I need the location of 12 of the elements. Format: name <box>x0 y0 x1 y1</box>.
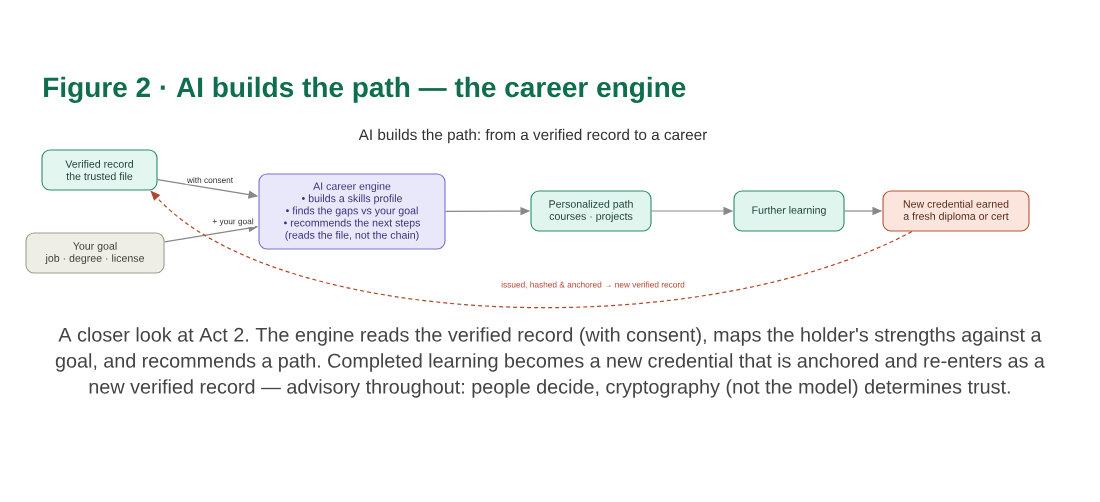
title: Figure 2 · AI builds the path — the career engine <box>44 76 686 103</box>
caption: A closer look at Act 2. The engine reads the verified record (with consent), maps the holder's strengths against a goal, and recommends a path. Completed learning becomes a new credential that is anchored and re-enters as a new verified record — advisory throughout: people decide, cryptography (not the model) determines trust. <box>55 327 1045 398</box>
edge-label: issued, hashed & anchored → new verified record <box>500 280 686 290</box>
process-box: Verified record the trusted file <box>41 149 158 191</box>
process-box: AI career engine • builds a skills profile • finds the gaps vs your goal • recommends the next steps (reads the file, not the chain) <box>258 173 446 250</box>
edge-label: + your goal <box>211 216 255 228</box>
subtitle: AI builds the path: from a verified record to a career <box>358 128 708 144</box>
edge-label: with consent <box>185 175 235 185</box>
process-box: Personalized path courses · projects <box>530 190 652 232</box>
process-box: New credential earned a fresh diploma or cert <box>882 190 1030 232</box>
process-box: Your goal job · degree · license <box>25 232 165 274</box>
process-box: Further learning <box>733 190 845 232</box>
